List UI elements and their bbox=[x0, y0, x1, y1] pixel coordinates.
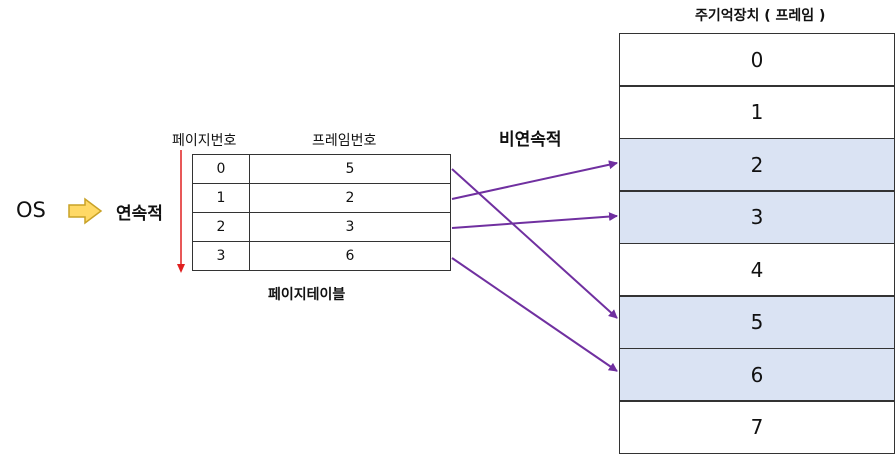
table-row: 3 6 bbox=[192, 241, 451, 271]
memory-frame: 3 bbox=[619, 190, 895, 244]
page-table-caption: 페이지테이블 bbox=[268, 287, 346, 303]
memory-frame: 0 bbox=[619, 33, 895, 86]
page-number-cell: 3 bbox=[192, 241, 250, 271]
page-number-cell: 0 bbox=[192, 154, 250, 184]
table-row: 0 5 bbox=[192, 154, 451, 184]
frame-number-header: 프레임번호 bbox=[312, 133, 377, 149]
page-number-header: 페이지번호 bbox=[172, 133, 237, 149]
memory-frame: 6 bbox=[619, 348, 895, 401]
mapping-arrow bbox=[451, 257, 618, 372]
page-number-cell: 1 bbox=[192, 183, 250, 213]
table-row: 1 2 bbox=[192, 183, 451, 213]
memory-frame: 1 bbox=[619, 85, 895, 139]
memory-frame: 2 bbox=[619, 138, 895, 191]
os-label: OS bbox=[16, 198, 46, 222]
frame-number-cell: 3 bbox=[249, 212, 451, 242]
page-table: 0 5 1 2 2 3 3 6 bbox=[192, 154, 451, 271]
mapping-arrow bbox=[451, 160, 618, 200]
frame-number-cell: 2 bbox=[249, 183, 451, 213]
order-arrow bbox=[177, 150, 185, 273]
memory-frame: 4 bbox=[619, 243, 895, 296]
mapping-arrow bbox=[451, 212, 618, 229]
mapping-arrow bbox=[451, 168, 618, 319]
memory-title: 주기억장치 ( 프레임 ) bbox=[695, 8, 826, 24]
noncontiguous-label: 비연속적 bbox=[499, 130, 562, 150]
table-row: 2 3 bbox=[192, 212, 451, 242]
frame-number-cell: 5 bbox=[249, 154, 451, 184]
memory-frame: 7 bbox=[619, 400, 895, 454]
memory-frame: 5 bbox=[619, 295, 895, 349]
frame-number-cell: 6 bbox=[249, 241, 451, 271]
page-number-cell: 2 bbox=[192, 212, 250, 242]
right-arrow-icon bbox=[68, 197, 103, 225]
contiguous-label: 연속적 bbox=[116, 204, 163, 224]
